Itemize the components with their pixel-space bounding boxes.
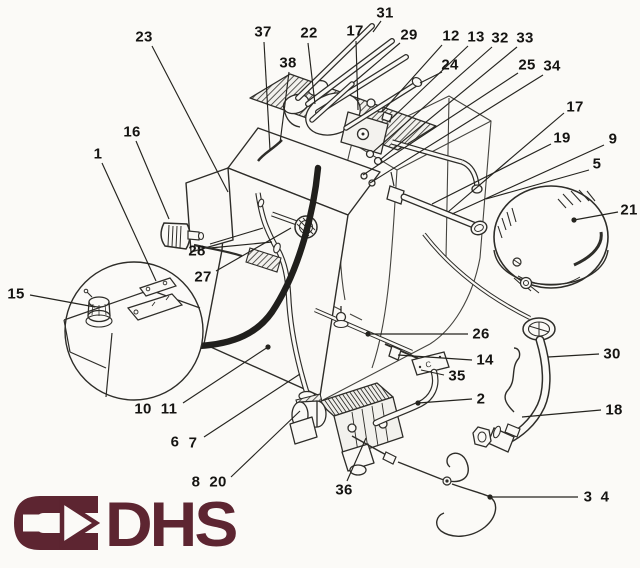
leader-line	[447, 112, 565, 213]
tank-valve-detail	[83, 288, 113, 328]
leader-line	[151, 45, 229, 193]
leader-line	[573, 211, 619, 221]
bracket-plates-detail	[126, 277, 184, 321]
leader-line	[135, 140, 170, 220]
thick-fuel-hose	[194, 164, 322, 350]
leader-line	[372, 20, 382, 33]
leader-dot	[265, 344, 271, 350]
leader-dot	[571, 217, 577, 223]
leader-dot	[487, 494, 493, 500]
leader-line	[521, 409, 602, 418]
dhs-logo: DHS	[10, 488, 238, 560]
leader-line	[29, 294, 96, 308]
leader-line	[263, 41, 271, 151]
leader-line	[547, 353, 600, 358]
leader-line	[397, 354, 473, 361]
leader-line	[203, 373, 301, 438]
primer-knob	[160, 222, 243, 258]
tank-handle-rod	[386, 171, 488, 236]
leader-line	[346, 437, 367, 482]
leader-line	[215, 227, 292, 272]
dhs-arrow-icon	[14, 496, 101, 550]
pump-assembly	[289, 382, 404, 476]
leader-line	[419, 71, 443, 84]
leader-line	[209, 227, 264, 245]
dhs-logo-text: DHS	[105, 488, 238, 560]
leader-line	[307, 42, 316, 105]
leader-line	[381, 44, 443, 113]
round-cover	[493, 185, 609, 294]
leader-line	[355, 40, 359, 111]
leader-line	[101, 162, 157, 282]
leader-line	[431, 143, 552, 205]
leader-line	[182, 346, 269, 404]
leader-line	[230, 410, 301, 478]
leader-line	[417, 398, 473, 404]
leader-line	[279, 71, 290, 144]
leader-line	[372, 46, 493, 153]
leader-lines	[29, 20, 619, 500]
leader-line	[485, 169, 590, 200]
leader-line	[388, 45, 469, 122]
vent-hose	[504, 357, 520, 413]
filler-tube	[422, 232, 556, 453]
leader-dot	[365, 331, 371, 337]
inset-detail-circle	[63, 261, 204, 401]
fuel-line-loop	[351, 435, 497, 537]
leader-line	[369, 74, 544, 184]
leader-line	[420, 369, 445, 376]
leader-line	[379, 46, 518, 161]
leader-line	[451, 144, 605, 215]
leader-dot	[415, 400, 421, 406]
leader-line	[362, 72, 519, 176]
leader-line	[209, 241, 273, 249]
leader-line	[352, 42, 401, 84]
plate-marking: C	[425, 359, 433, 369]
fuel-hoses-top	[295, 23, 423, 131]
